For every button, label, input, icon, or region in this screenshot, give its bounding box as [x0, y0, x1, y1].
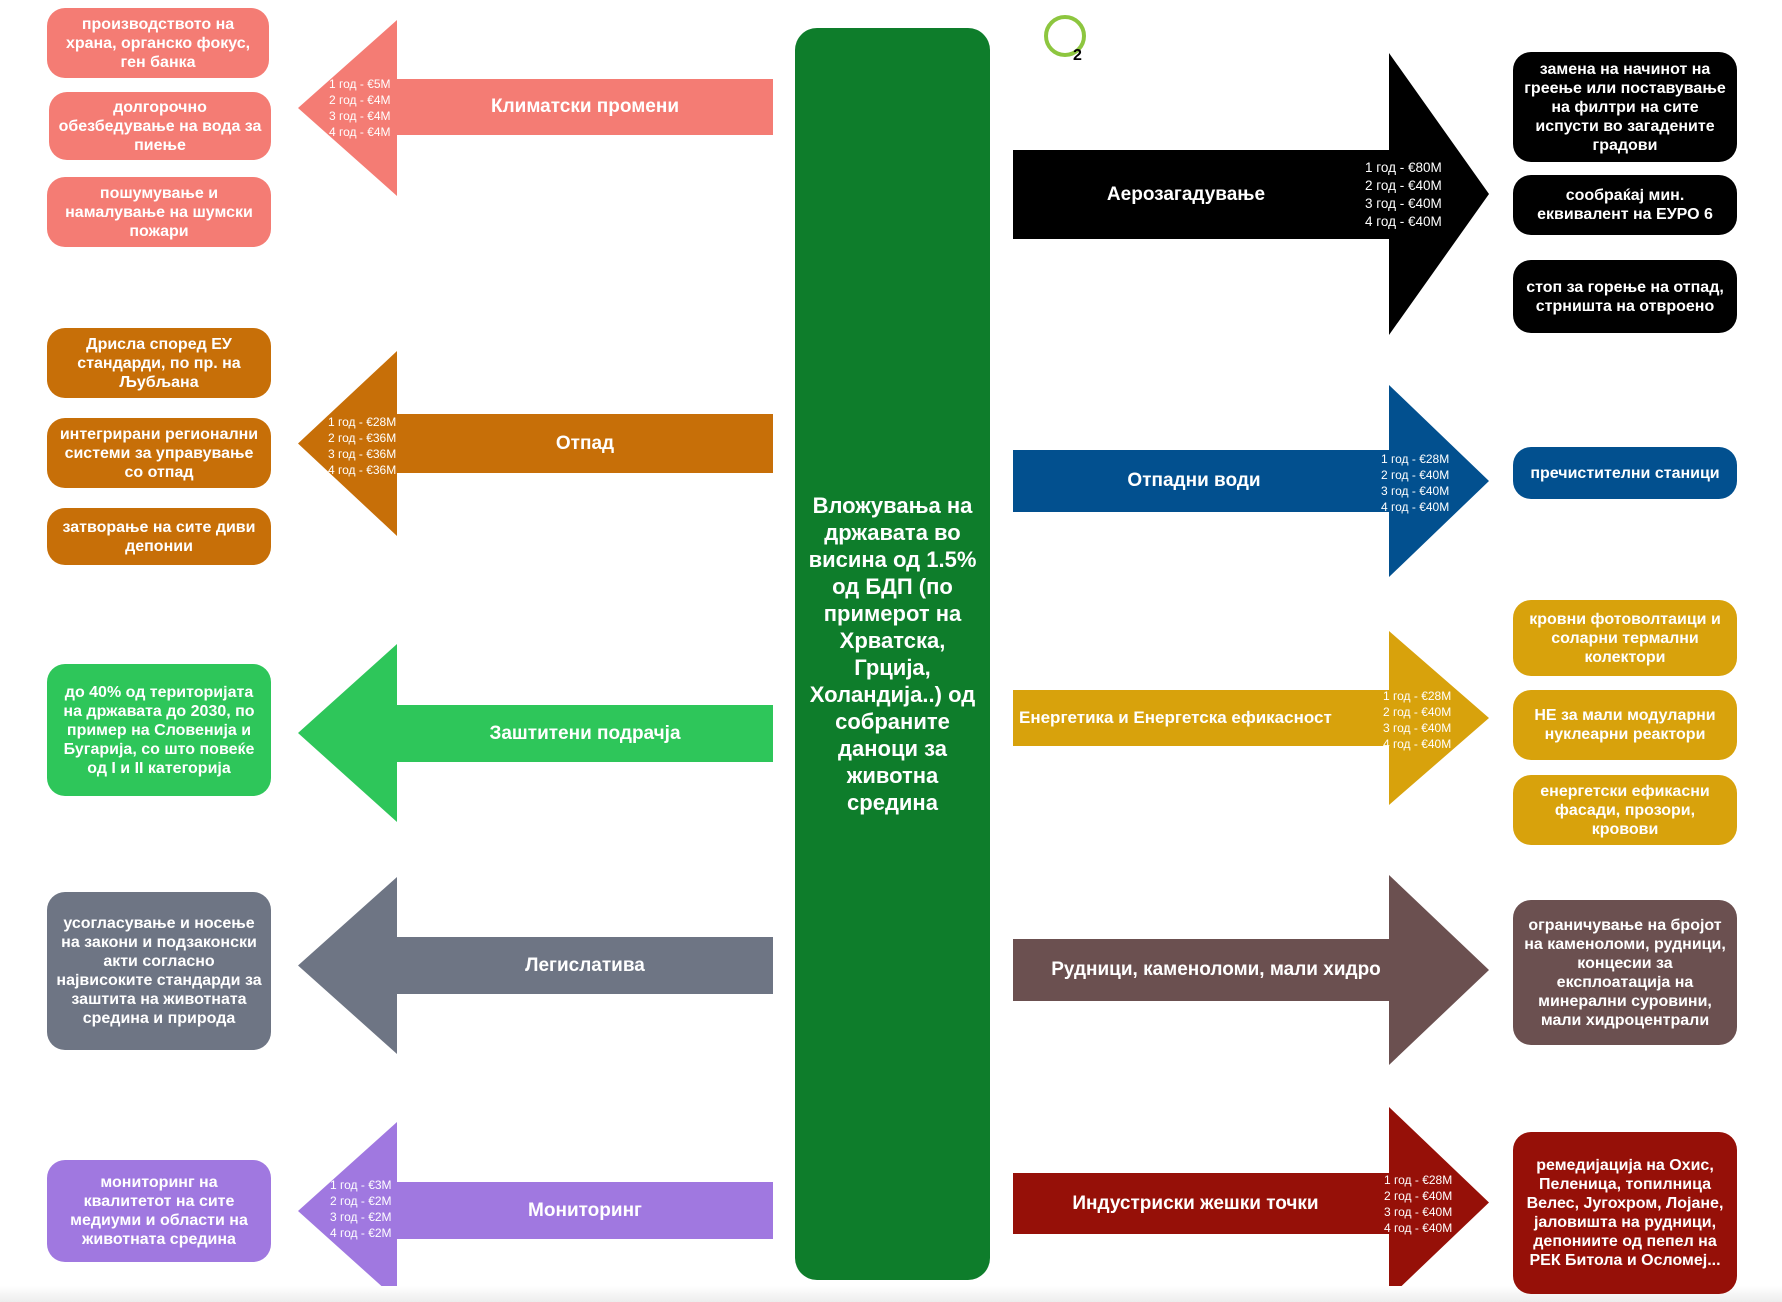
- left-action-box: усогласување и носење на закони и подзак…: [47, 892, 271, 1050]
- cost-line: 3 год - €40M: [1381, 484, 1450, 498]
- right-action-box: кровни фотоволтаици и соларни термални к…: [1513, 600, 1737, 676]
- cost-line: 3 год - €2M: [330, 1210, 392, 1224]
- right-arrow-5: [1013, 1107, 1489, 1298]
- right-action-box-text: кровни фотоволтаици и соларни термални к…: [1529, 610, 1721, 666]
- right-arrow-label: Отпадни води: [1127, 470, 1261, 491]
- cost-line: 1 год - €28M: [1383, 689, 1452, 703]
- left-arrow-5: [298, 1122, 773, 1300]
- left-action-box: долгорочно обезбедување на вода за пиење: [49, 92, 271, 160]
- cost-line: 1 год - €80M: [1365, 160, 1442, 175]
- left-arrow-label: Легислатива: [525, 954, 645, 976]
- cost-line: 1 год - €28M: [1384, 1173, 1453, 1187]
- o2-logo-icon: 2: [1044, 15, 1086, 62]
- right-arrow-2: [1013, 385, 1489, 577]
- cost-line: 3 год - €4M: [329, 109, 391, 123]
- right-action-box-text: пречистителни станици: [1530, 464, 1720, 482]
- left-arrow-1: [298, 20, 773, 196]
- left-action-box-text: Дрисла според ЕУ стандарди, по пр. на Љу…: [77, 335, 241, 391]
- right-arrow-label: Индустриски жешки точки: [1072, 1192, 1319, 1214]
- left-action-box-text: затворање на сите диви депонии: [62, 518, 256, 555]
- right-arrow-label: Аерозагадување: [1106, 183, 1266, 205]
- left-action-box-text: производството на храна, органско фокус,…: [65, 15, 251, 71]
- cost-line: 3 год - €40M: [1384, 1205, 1453, 1219]
- cost-line: 2 год - €40M: [1365, 178, 1442, 193]
- left-arrow-3: [298, 644, 773, 822]
- cost-line: 3 год - €40M: [1365, 196, 1442, 211]
- left-action-box-text: до 40% од територијата на државата до 20…: [63, 683, 255, 777]
- cost-line: 2 год - €2M: [330, 1194, 392, 1208]
- right-action-box: стоп за горење на отпад, стрништа на отв…: [1513, 260, 1737, 333]
- cost-line: 4 год - €4M: [329, 125, 391, 139]
- left-action-box: Дрисла според ЕУ стандарди, по пр. на Љу…: [47, 328, 271, 398]
- right-action-box-text: ограничување на бројот на каменоломи, ру…: [1524, 916, 1726, 1029]
- cost-line: 4 год - €36M: [328, 463, 397, 477]
- cost-line: 3 год - €36M: [328, 447, 397, 461]
- right-action-box-text: ремедијација на Охис, Пеленица, топилниц…: [1526, 1157, 1724, 1269]
- right-action-box-text: НЕ за мали модуларни нуклеарни реактори: [1534, 707, 1716, 743]
- cost-line: 1 год - €5M: [329, 77, 391, 91]
- right-arrow-label: Енергетика и Енергетска ефикасност: [1019, 708, 1332, 727]
- cost-line: 1 год - €28M: [328, 415, 397, 429]
- right-action-box: замена на начинот на греење или поставув…: [1513, 52, 1737, 162]
- right-arrow-costs: 1 год - €28M 2 год - €40M 3 год - €40M 4 го…: [1383, 688, 1451, 752]
- center-investment-text: Вложувања на државата во висина од 1.5% …: [808, 493, 977, 815]
- cost-line: 4 год - €40M: [1384, 1221, 1453, 1235]
- left-arrow-costs: 1 год - €3M 2 год - €2M 3 год - €2M 4 год -…: [330, 1177, 392, 1241]
- cost-line: 3 год - €40M: [1383, 721, 1452, 735]
- left-arrow-label: Заштитени подрачја: [489, 722, 681, 744]
- logo-subscript: 2: [1073, 47, 1082, 62]
- left-action-box: пошумување и намалување на шумски пожари: [47, 177, 271, 247]
- cost-line: 4 год - €2M: [330, 1226, 392, 1240]
- cost-line: 2 год - €40M: [1384, 1189, 1453, 1203]
- right-arrow-1: [1013, 53, 1489, 335]
- right-arrow-3: [1013, 631, 1489, 805]
- cost-line: 2 год - €4M: [329, 93, 391, 107]
- right-action-box: НЕ за мали модуларни нуклеарни реактори: [1513, 690, 1737, 760]
- left-action-box: производството на храна, органско фокус,…: [47, 8, 269, 78]
- right-arrow-costs: 1 год - €28M 2 год - €40M 3 год - €40M 4 го…: [1384, 1172, 1452, 1236]
- cost-line: 2 год - €40M: [1383, 705, 1452, 719]
- right-action-box-text: замена на начинот на греење или поставув…: [1524, 60, 1726, 154]
- left-action-box: до 40% од територијата на државата до 20…: [47, 664, 271, 796]
- cost-line: 4 год - €40M: [1383, 737, 1452, 751]
- cost-line: 4 год - €40M: [1381, 500, 1450, 514]
- center-investment-bar: Вложувања на државата во висина од 1.5% …: [795, 28, 990, 1280]
- left-action-box-text: мониторинг на квалитетот на сите медиуми…: [70, 1174, 248, 1248]
- left-action-box-text: усогласување и носење на закони и подзак…: [56, 915, 262, 1027]
- left-action-box: затворање на сите диви депонии: [47, 508, 271, 565]
- left-action-box-text: интегрирани регионални системи за управу…: [59, 425, 259, 481]
- cost-line: 1 год - €3M: [330, 1178, 392, 1192]
- right-arrow-label: Рудници, каменоломи, мали хидро: [1051, 959, 1381, 980]
- right-action-box: сообраќај мин. еквивалент на ЕУРО 6: [1513, 175, 1737, 235]
- left-action-box: мониторинг на квалитетот на сите медиуми…: [47, 1160, 271, 1262]
- left-arrow-costs: 1 год - €28M 2 год - €36M 3 год - €36M 4 го…: [328, 414, 396, 478]
- right-arrow-costs: 1 год - €28M 2 год - €40M 3 год - €40M 4 го…: [1381, 451, 1449, 515]
- right-action-box: енергетски ефикасни фасади, прозори, кро…: [1513, 775, 1737, 845]
- right-arrow-4: [1013, 875, 1489, 1065]
- right-action-box-text: стоп за горење на отпад, стрништа на отв…: [1526, 278, 1724, 315]
- cost-line: 2 год - €36M: [328, 431, 397, 445]
- cost-line: 4 год - €40M: [1365, 214, 1442, 229]
- right-action-box-text: сообраќај мин. еквивалент на ЕУРО 6: [1537, 187, 1713, 223]
- cost-line: 2 год - €40M: [1381, 468, 1450, 482]
- left-arrow-label: Мониторинг: [528, 1199, 642, 1221]
- left-action-box: интегрирани регионални системи за управу…: [47, 418, 271, 488]
- right-action-box: ремедијација на Охис, Пеленица, топилниц…: [1513, 1132, 1737, 1294]
- left-arrow-4: [298, 877, 773, 1054]
- left-arrow-label: Климатски промени: [490, 96, 680, 117]
- right-action-box: пречистителни станици: [1513, 447, 1737, 499]
- left-arrow-2: [298, 351, 773, 536]
- left-action-box-text: пошумување и намалување на шумски пожари: [65, 184, 253, 240]
- right-action-box: ограничување на бројот на каменоломи, ру…: [1513, 900, 1737, 1045]
- right-arrow-costs: 1 год - €80M 2 год - €40M 3 год - €40M 4 го…: [1365, 159, 1442, 231]
- left-arrow-label: Отпад: [555, 432, 615, 454]
- right-action-box-text: енергетски ефикасни фасади, прозори, кро…: [1540, 782, 1710, 838]
- cost-line: 1 год - €28M: [1381, 452, 1450, 466]
- bottom-edge: [0, 1286, 1782, 1302]
- left-arrow-costs: 1 год - €5M 2 год - €4M 3 год - €4M 4 год -…: [329, 76, 391, 140]
- left-action-box-text: долгорочно обезбедување на вода за пиење: [58, 98, 262, 154]
